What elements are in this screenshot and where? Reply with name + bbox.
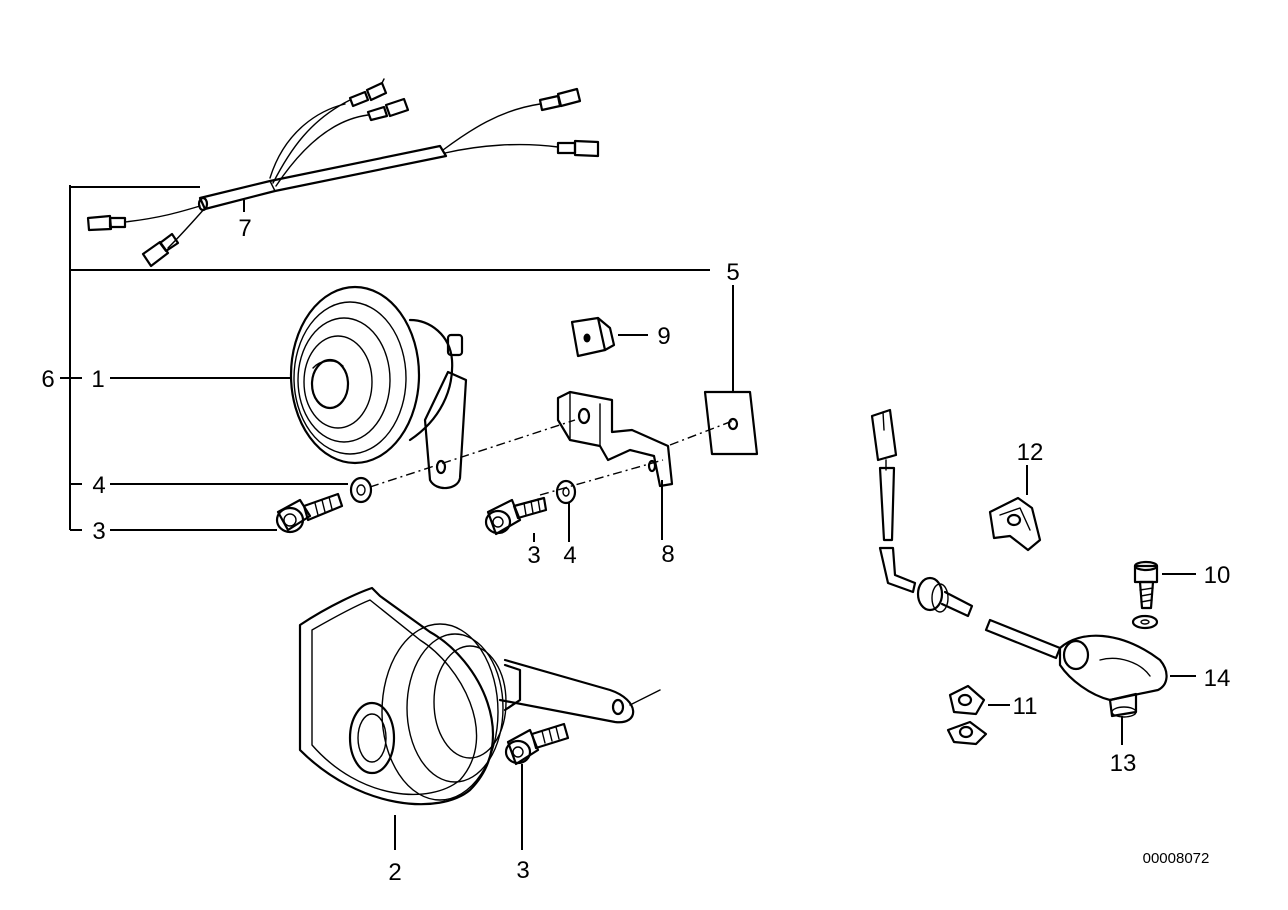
callout-4-middle: 4 [563,542,576,569]
cable-clip-11: 11 [946,684,1038,746]
document-number: 00008072 [1143,850,1210,867]
callout-1: 1 [91,366,104,393]
callout-12: 12 [1017,439,1044,466]
callout-3-middle: 3 [527,542,540,569]
pad-5: 5 [703,259,759,456]
callout-7: 7 [238,215,251,242]
callout-4-left: 4 [92,472,105,499]
clip-nut-9: 9 [570,316,671,358]
sensor-screw-10: 10 [1131,560,1231,630]
sensor-cable [870,408,1062,660]
callout-3-bottom: 3 [516,857,529,884]
set-bracket-6: 6 [41,185,710,531]
wiring-harness-7: 7 [86,78,600,268]
screw-3-middle: 3 [484,496,548,569]
screw-3-left: 3 [92,492,344,545]
cable-holder-12: 12 [988,439,1044,552]
callout-5: 5 [726,259,739,286]
callout-3-left: 3 [92,518,105,545]
sensor-14: 14 [1058,634,1231,718]
horn-low-tone-2: 2 [298,586,661,886]
callout-8: 8 [661,541,674,568]
callout-11: 11 [1013,693,1038,720]
seal-ring-13: 13 [1110,716,1137,777]
callout-13: 13 [1110,750,1137,777]
horn-high-tone-1: 1 [91,285,468,490]
callout-14: 14 [1204,665,1231,692]
washer-4-middle: 4 [555,479,577,569]
bracket-8: 8 [556,390,675,568]
screw-3-bottom: 3 [504,722,570,884]
washer-4-left: 4 [92,472,373,504]
callout-9: 9 [657,323,670,350]
callout-2: 2 [388,859,401,886]
callout-10: 10 [1204,562,1231,589]
callout-6: 6 [41,366,54,393]
